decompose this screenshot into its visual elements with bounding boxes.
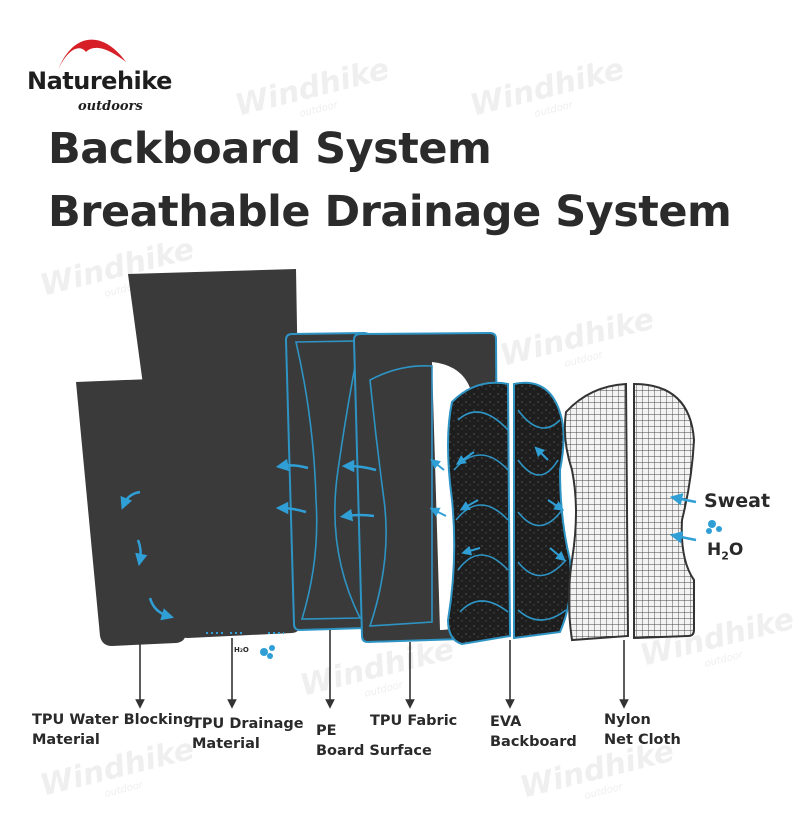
sweat-arrows <box>669 493 697 544</box>
h2o-label: H2O <box>707 540 744 563</box>
sweat-label: Sweat <box>704 490 771 512</box>
label-leaders <box>135 630 629 709</box>
layer-tpu-drainage <box>128 269 302 659</box>
brand-name: Naturehike <box>27 67 172 95</box>
title-line-1: Backboard System <box>48 124 492 174</box>
title-line-2: Breathable Drainage System <box>48 187 732 237</box>
brand-subtitle: outdoors <box>78 99 143 114</box>
layer-eva-backboard <box>429 381 572 646</box>
label-tpu-fabric: TPU Fabric <box>370 713 458 729</box>
water-drops-icon <box>706 520 722 534</box>
h2o-small-label: H₂O <box>234 646 249 654</box>
layer-nylon-net <box>563 382 696 642</box>
naturehike-logo <box>58 39 126 70</box>
